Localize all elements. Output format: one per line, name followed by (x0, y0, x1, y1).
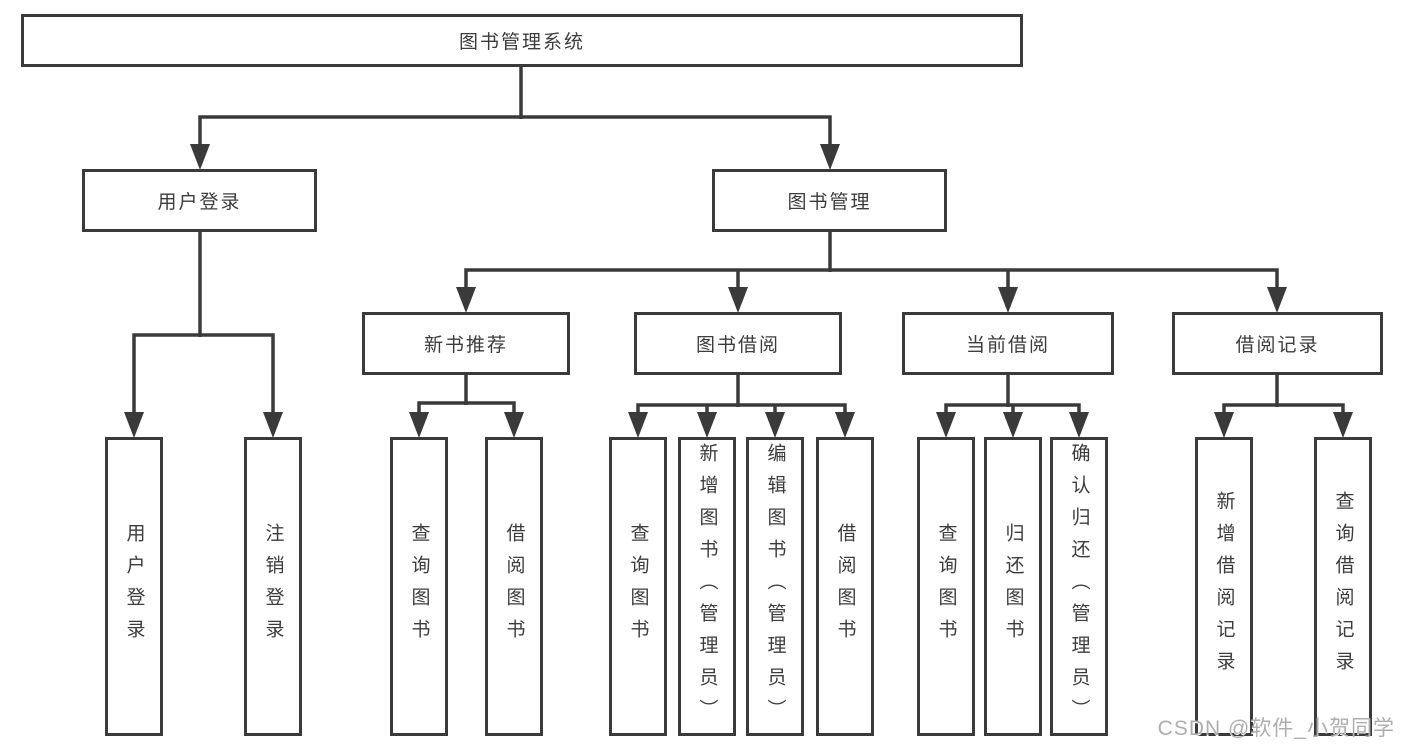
connector-borrowrecord-to-leaves (1214, 375, 1353, 438)
leaf-record-add-label: 新增借阅记录 (1213, 490, 1235, 683)
arrow-down-icon (1069, 412, 1089, 438)
arrow-down-icon (504, 412, 524, 438)
leaf-borrow-borrow-books-label: 借阅图书 (834, 522, 856, 651)
arrow-down-icon (697, 412, 717, 438)
node-user-login: 用户登录 (82, 169, 317, 232)
leaf-user-login: 用户登录 (105, 437, 163, 736)
node-user-login-label: 用户登录 (157, 192, 242, 213)
connector-newbook-to-leaves (409, 375, 524, 438)
leaf-record-query-label: 查询借阅记录 (1332, 490, 1354, 683)
connector-userlogin-to-leaves (124, 232, 283, 438)
node-new-book-recommend: 新书推荐 (362, 312, 570, 375)
arrow-down-icon (1333, 412, 1353, 438)
connector-bookmgmt-to-level3 (456, 232, 1287, 313)
connector-currentborrow-to-leaves (936, 375, 1089, 438)
arrow-down-icon (1003, 412, 1023, 438)
arrow-down-icon (936, 412, 956, 438)
leaf-current-confirm-return-admin-label: 确认归还（管理员） (1068, 442, 1090, 731)
leaf-newbook-query-books: 查询图书 (390, 437, 448, 736)
leaf-borrow-edit-books-admin-label: 编辑图书（管理员） (764, 442, 786, 731)
leaf-newbook-borrow-books: 借阅图书 (485, 437, 543, 736)
leaf-record-query: 查询借阅记录 (1314, 437, 1372, 736)
node-book-borrow-label: 图书借阅 (695, 335, 780, 356)
arrow-down-icon (628, 412, 648, 438)
leaf-borrow-query-books-label: 查询图书 (627, 522, 649, 651)
leaf-newbook-query-books-label: 查询图书 (408, 522, 430, 651)
leaf-logout-label: 注销登录 (262, 522, 284, 651)
node-book-management: 图书管理 (712, 169, 947, 232)
leaf-current-query-books-label: 查询图书 (935, 522, 957, 651)
arrow-down-icon (728, 287, 748, 313)
leaf-borrow-add-books-admin-label: 新增图书（管理员） (696, 442, 718, 731)
arrow-down-icon (124, 412, 144, 438)
arrow-down-icon (820, 144, 840, 170)
leaf-borrow-add-books-admin: 新增图书（管理员） (678, 437, 736, 736)
leaf-borrow-borrow-books: 借阅图书 (816, 437, 874, 736)
arrow-down-icon (456, 287, 476, 313)
arrow-down-icon (190, 144, 210, 170)
node-borrow-record: 借阅记录 (1172, 312, 1383, 375)
leaf-current-return-books-label: 归还图书 (1002, 522, 1024, 651)
leaf-current-confirm-return-admin: 确认归还（管理员） (1050, 437, 1108, 736)
node-book-borrow: 图书借阅 (634, 312, 842, 375)
node-current-borrow: 当前借阅 (902, 312, 1114, 375)
leaf-record-add: 新增借阅记录 (1195, 437, 1253, 736)
leaf-logout: 注销登录 (244, 437, 302, 736)
node-current-borrow-label: 当前借阅 (965, 335, 1050, 356)
node-root-label: 图书管理系统 (458, 32, 585, 53)
leaf-current-query-books: 查询图书 (917, 437, 975, 736)
leaf-user-login-label: 用户登录 (123, 522, 145, 651)
leaf-borrow-query-books: 查询图书 (609, 437, 667, 736)
arrow-down-icon (409, 412, 429, 438)
connector-bookborrow-to-leaves (628, 375, 855, 438)
arrow-down-icon (998, 287, 1018, 313)
arrow-down-icon (263, 412, 283, 438)
arrow-down-icon (765, 412, 785, 438)
connector-root-to-level2 (190, 67, 840, 170)
node-new-book-recommend-label: 新书推荐 (423, 335, 508, 356)
watermark: CSDN @软件_小贺同学 (1157, 717, 1395, 740)
leaf-borrow-edit-books-admin: 编辑图书（管理员） (746, 437, 804, 736)
arrow-down-icon (835, 412, 855, 438)
leaf-current-return-books: 归还图书 (984, 437, 1042, 736)
leaf-newbook-borrow-books-label: 借阅图书 (503, 522, 525, 651)
node-borrow-record-label: 借阅记录 (1235, 335, 1320, 356)
node-root: 图书管理系统 (21, 14, 1023, 67)
arrow-down-icon (1214, 412, 1234, 438)
arrow-down-icon (1267, 287, 1287, 313)
node-book-management-label: 图书管理 (787, 192, 872, 213)
